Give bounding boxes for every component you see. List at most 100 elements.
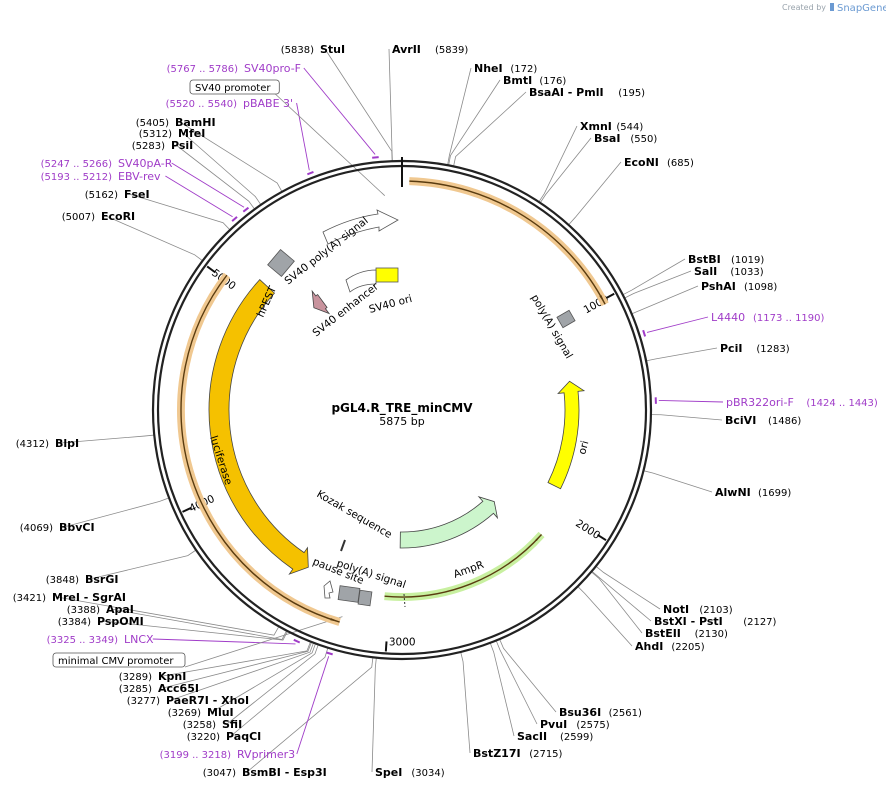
polya-1-label: poly(A) signal <box>528 293 574 361</box>
enzyme-name: BsrGI <box>85 573 118 586</box>
ori-label: ori <box>576 439 591 455</box>
leader-lines <box>56 48 724 773</box>
enzyme-position: (685) <box>667 158 694 169</box>
enzyme-leader-line <box>447 67 472 166</box>
enzyme-leader-line <box>175 144 255 210</box>
primer-site: pBABE 3'(5520 .. 5540) <box>166 97 294 110</box>
credit-brand: SnapGene <box>837 3 886 14</box>
enzyme-position: (3289) <box>119 672 152 683</box>
enzyme-leader-line <box>211 643 316 713</box>
sv40-enhancer-shape <box>345 269 377 293</box>
enzyme-site: BstXI - PstI(2127) <box>654 615 777 628</box>
enzyme-site: AhdI(2205) <box>635 640 705 653</box>
enzyme-site: PsiI(5283) <box>132 139 194 152</box>
enzyme-site: BmtI(176) <box>503 74 566 87</box>
enzyme-name: PspOMI <box>97 615 144 628</box>
enzyme-site: Acc65I(3285) <box>119 682 199 695</box>
enzyme-position: (2715) <box>529 749 562 760</box>
ori-arrow <box>547 380 586 490</box>
primer-position: (1173 .. 1190) <box>753 313 825 324</box>
polya-2-box <box>337 585 361 603</box>
enzyme-site: MfeI(5312) <box>139 127 206 140</box>
enzyme-position: (1283) <box>756 344 789 355</box>
enzyme-name: AvrII <box>392 43 421 56</box>
enzyme-site: PciI(1283) <box>720 342 790 355</box>
enzyme-site: PaeR7I - XhoI(3277) <box>127 694 249 707</box>
sv40-ori-box <box>375 267 399 283</box>
enzyme-site: SalI(1033) <box>694 265 764 278</box>
primer-leader-line <box>165 175 233 218</box>
enzyme-leader-line <box>591 570 652 622</box>
enzyme-name: BlpI <box>55 437 79 450</box>
primer-position: (5767 .. 5786) <box>167 64 239 75</box>
enzyme-leader-line <box>495 640 538 725</box>
luciferase-arrow <box>208 279 309 575</box>
orf-top-arrowhead <box>599 295 606 305</box>
enzyme-name: XmnI <box>580 120 612 133</box>
enzyme-leader-line <box>59 434 155 444</box>
ampr-arrow <box>399 496 499 549</box>
primer-position: (5193 .. 5212) <box>41 172 113 183</box>
enzyme-site: BstZ17I (2715) <box>473 747 563 760</box>
enzyme-position: (3384) <box>58 617 91 628</box>
primer-name: pBABE 3' <box>243 97 293 110</box>
enzyme-position: (172) <box>510 64 537 75</box>
enzyme-leader-line <box>489 642 515 737</box>
enzyme-site: BstBI(1019) <box>688 253 764 266</box>
boxed-label-leader <box>275 93 386 196</box>
enzyme-site: BbvCI(4069) <box>20 521 95 534</box>
primer-leader-line <box>658 400 724 403</box>
enzyme-site: BsaI(550) <box>594 132 657 145</box>
hpest-box <box>267 248 295 278</box>
enzyme-position: (3848) <box>46 575 79 586</box>
enzyme-leader-line <box>448 79 501 166</box>
enzyme-position: (5162) <box>85 190 118 201</box>
enzyme-leader-line <box>646 347 718 362</box>
enzyme-position: (2599) <box>560 732 593 743</box>
enzyme-name: SfiI <box>222 718 242 731</box>
boxed-label-frame <box>189 79 280 95</box>
enzyme-name: FseI <box>124 188 150 201</box>
primer-site: LNCX(3325 .. 3349) <box>47 633 154 646</box>
enzyme-position: (4312) <box>16 439 49 450</box>
enzyme-name: NheI <box>474 62 503 75</box>
enzyme-site: EcoRI (5007) <box>62 210 135 223</box>
bp-tick-label: 2000 <box>573 518 602 543</box>
enzyme-leader-line <box>105 215 203 262</box>
primer-binding-mark <box>231 216 238 222</box>
primer-name: pBR322ori-F <box>726 396 794 409</box>
enzyme-name: Bsu36I <box>559 706 601 719</box>
enzyme-position: (5007) <box>62 212 95 223</box>
primer-site: EBV-rev(5193 .. 5212) <box>41 170 161 183</box>
enzyme-name: BstZ17I <box>473 747 521 760</box>
enzyme-leader-line <box>643 470 713 493</box>
hpest-arrow <box>311 289 331 315</box>
enzyme-site: Bsu36I (2561) <box>559 706 642 719</box>
enzyme-name: BsaI <box>594 132 620 145</box>
enzyme-name: EcoRI <box>101 210 135 223</box>
enzyme-position: (195) <box>618 88 645 99</box>
pause-site-box <box>357 589 373 607</box>
enzyme-position: (2561) <box>609 708 642 719</box>
enzyme-leader-line <box>162 641 312 689</box>
enzyme-leader-line <box>499 638 557 713</box>
enzyme-name: StuI <box>320 43 345 56</box>
enzyme-name: BsmBI - Esp3I <box>242 766 327 779</box>
enzyme-position: (1486) <box>768 416 801 427</box>
enzyme-site: StuI(5838) <box>281 43 345 56</box>
primer-binding-mark <box>293 638 301 644</box>
enzyme-name: PvuI <box>540 718 567 731</box>
enzyme-site: NheI (172) <box>474 62 537 75</box>
enzyme-position: (3421) <box>13 593 46 604</box>
enzyme-position: (176) <box>539 76 566 87</box>
enzyme-position: (2130) <box>695 629 728 640</box>
enzyme-site: BsrGI (3848) <box>46 573 119 586</box>
enzyme-position: (1098) <box>744 282 777 293</box>
sv40-ori-label: SV40 ori <box>368 293 414 316</box>
enzyme-site: FseI (5162) <box>85 188 150 201</box>
primer-site: SV40pA-R(5247 .. 5266) <box>41 157 173 170</box>
enzyme-name: BciVI <box>725 414 756 427</box>
primer-binding-mark <box>326 651 333 656</box>
orf-top-band <box>409 177 609 307</box>
enzyme-leader-line <box>110 608 287 640</box>
